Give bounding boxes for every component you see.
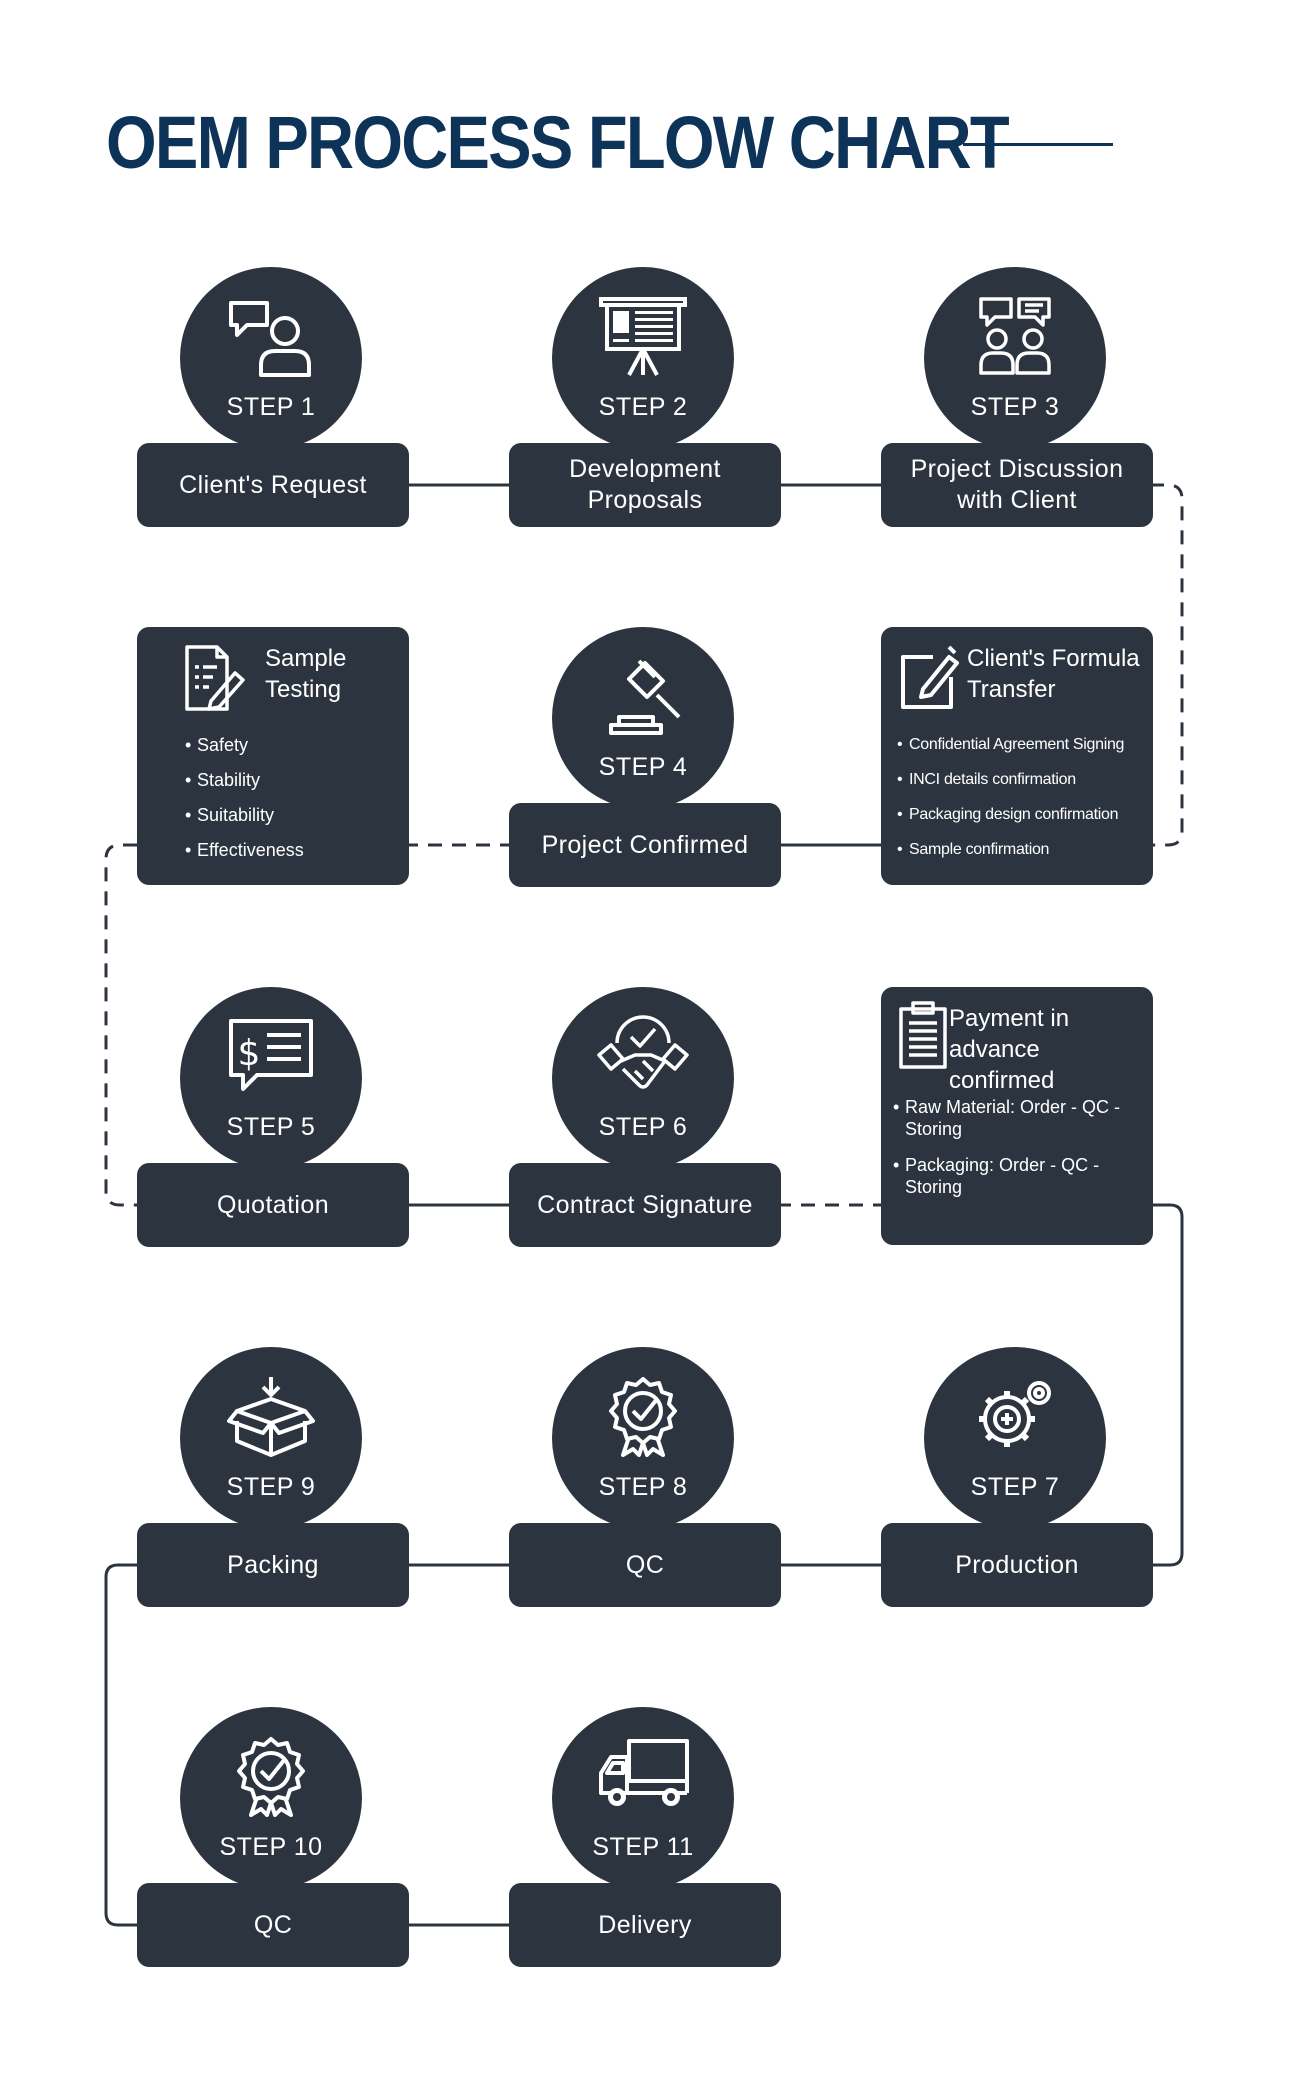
presentation-board-icon	[599, 297, 687, 376]
payment-title: Payment in advance confirmed	[949, 1005, 1070, 1094]
step-number: STEP 8	[598, 1473, 688, 1501]
list-item: Raw Material: Order - QC - Storing	[893, 1096, 1143, 1140]
box-icon	[227, 1377, 315, 1457]
list-item: Sample confirmation	[897, 839, 1147, 861]
quality-badge-icon	[237, 1737, 305, 1817]
step-number: STEP 4	[598, 753, 688, 781]
step-number: STEP 5	[226, 1113, 316, 1141]
payment-list: Raw Material: Order - QC - Storing Packa…	[893, 1096, 1143, 1212]
step-number: STEP 2	[598, 393, 688, 421]
step-8-circle: STEP 8	[552, 1347, 734, 1529]
gears-icon	[979, 1381, 1051, 1447]
list-item: Safety	[185, 734, 304, 756]
list-item: Packaging: Order - QC - Storing	[893, 1154, 1143, 1198]
step-5-label: Quotation	[137, 1163, 409, 1247]
step-4-circle: STEP 4	[552, 627, 734, 809]
step-6-circle: STEP 6	[552, 987, 734, 1169]
quality-badge-icon	[609, 1377, 677, 1457]
step-2-label: Development Proposals	[509, 443, 781, 527]
step-10-label: QC	[137, 1883, 409, 1967]
truck-icon	[599, 1739, 689, 1806]
step-6-label: Contract Signature	[509, 1163, 781, 1247]
list-item: INCI details confirmation	[897, 769, 1147, 791]
step-number: STEP 11	[592, 1833, 694, 1861]
list-item: Suitability	[185, 804, 304, 826]
step-3-circle: STEP 3	[924, 267, 1106, 449]
payment-card: Payment in advance confirmed Raw Materia…	[881, 987, 1153, 1245]
list-item: Stability	[185, 769, 304, 791]
step-number: STEP 6	[598, 1113, 688, 1141]
step-1-label: Client's Request	[137, 443, 409, 527]
list-item: Confidential Agreement Signing	[897, 734, 1147, 756]
step-number: STEP 1	[226, 393, 316, 421]
discussion-icon	[979, 297, 1051, 375]
chart-title: OEM PROCESS FLOW CHART	[106, 101, 1010, 184]
list-item: Packaging design confirmation	[897, 804, 1147, 826]
list-item: Effectiveness	[185, 839, 304, 861]
step-10-circle: STEP 10	[180, 1707, 362, 1889]
step-3-label: Project Discussion with Client	[881, 443, 1153, 527]
step-2-circle: STEP 2	[552, 267, 734, 449]
formula-transfer-list: Confidential Agreement Signing INCI deta…	[897, 734, 1147, 874]
step-9-label: Packing	[137, 1523, 409, 1607]
step-7-label: Production	[881, 1523, 1153, 1607]
sample-testing-list: Safety Stability Suitability Effectivene…	[185, 734, 304, 874]
step-11-label: Delivery	[509, 1883, 781, 1967]
step-number: STEP 7	[970, 1473, 1060, 1501]
step-number: STEP 10	[219, 1833, 323, 1861]
step-9-circle: STEP 9	[180, 1347, 362, 1529]
step-number: STEP 3	[970, 393, 1060, 421]
connector-payment-7	[1150, 1203, 1184, 1567]
document-pen-icon	[185, 645, 245, 711]
edit-icon	[901, 645, 959, 709]
step-number: STEP 9	[226, 1473, 316, 1501]
quotation-icon: $	[229, 1019, 313, 1091]
step-4-label: Project Confirmed	[509, 803, 781, 887]
dashed-sample-5	[104, 843, 137, 1207]
dashed-3-formula	[1150, 483, 1184, 847]
client-request-icon	[229, 301, 311, 377]
clipboard-icon	[899, 1001, 947, 1069]
formula-transfer-card: Client's Formula Transfer Confidential A…	[881, 627, 1153, 885]
step-7-circle: STEP 7	[924, 1347, 1106, 1529]
connector-9-10	[104, 1563, 137, 1927]
sample-testing-card: Sample Testing Safety Stability Suitabil…	[137, 627, 409, 885]
sample-testing-title: Sample Testing	[265, 645, 347, 703]
step-5-circle: $ STEP 5	[180, 987, 362, 1169]
gavel-icon	[609, 659, 681, 735]
formula-transfer-title: Client's Formula Transfer	[967, 645, 1140, 703]
title-underline	[963, 143, 1113, 146]
handshake-icon	[597, 1015, 689, 1089]
step-1-circle: STEP 1	[180, 267, 362, 449]
step-8-label: QC	[509, 1523, 781, 1607]
step-11-circle: STEP 11	[552, 1707, 734, 1889]
svg-text:$: $	[238, 1033, 261, 1074]
